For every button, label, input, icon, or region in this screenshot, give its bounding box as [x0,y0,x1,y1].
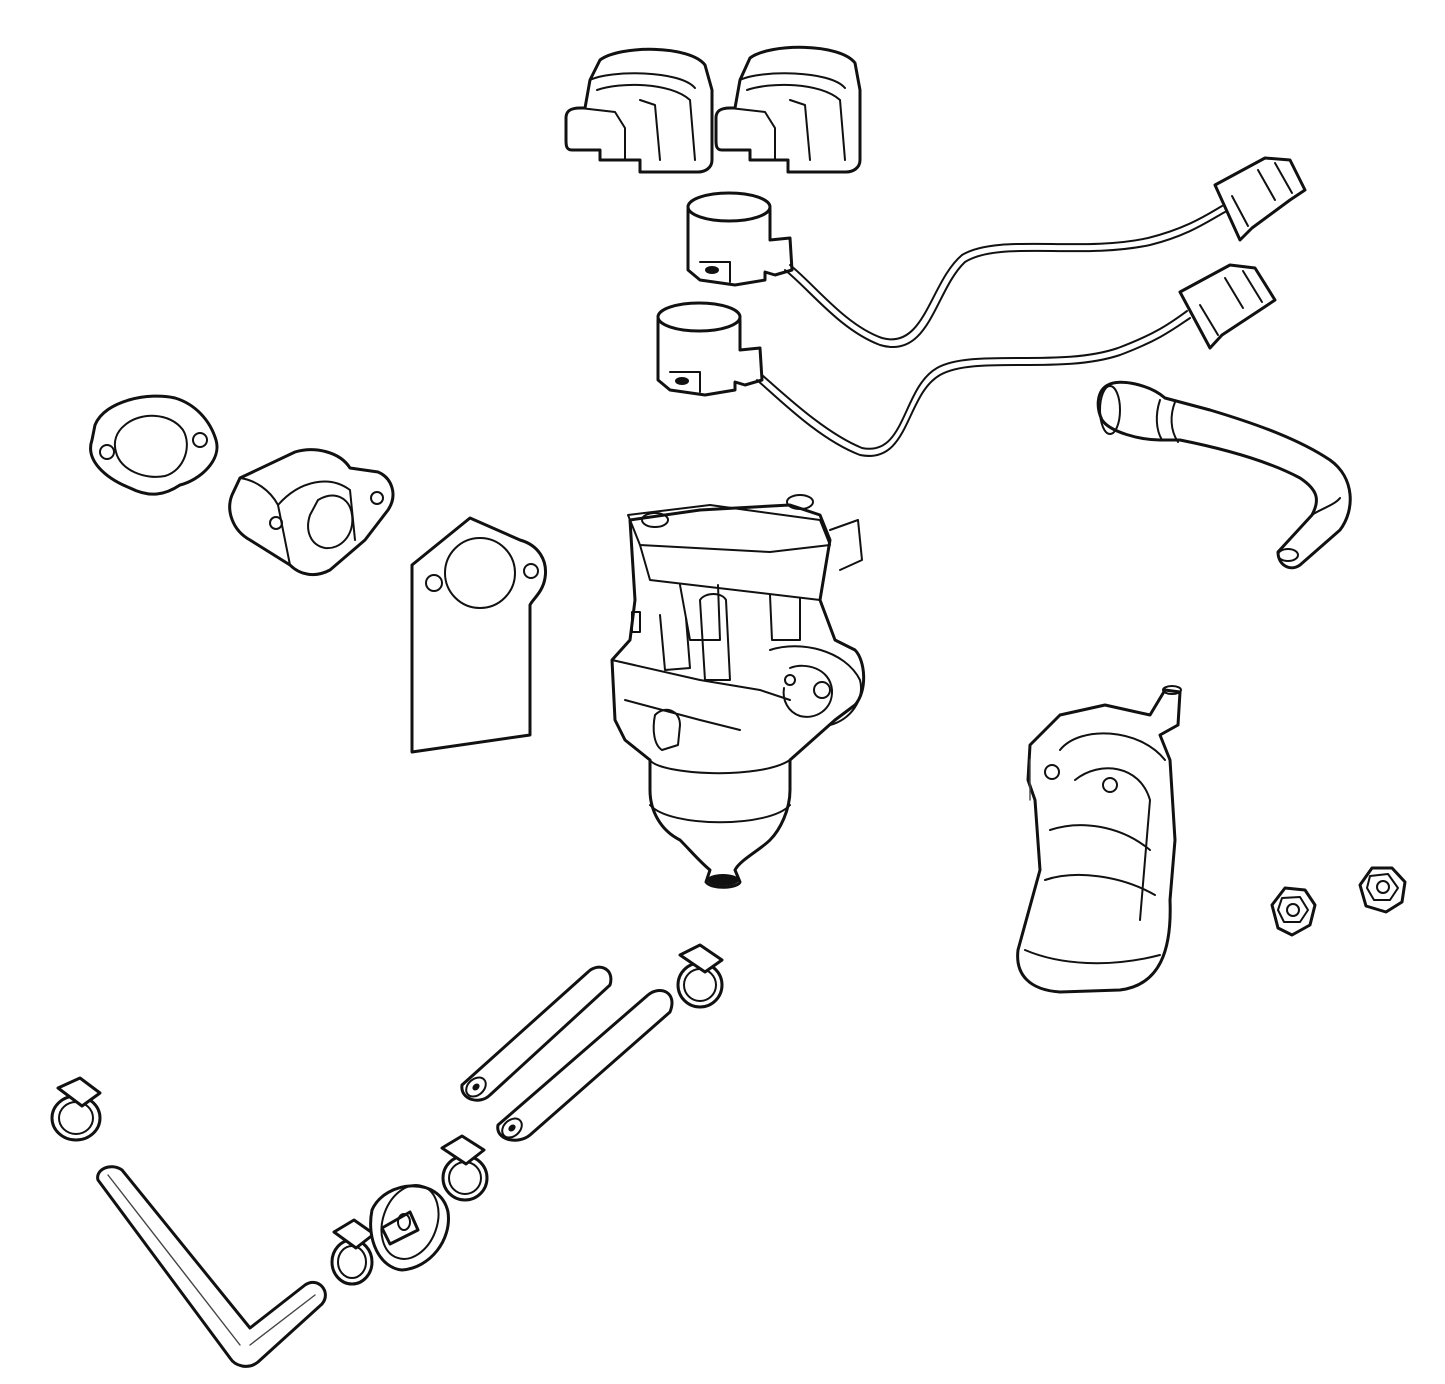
hose-clamp-left-top [50,1076,102,1142]
solenoid-cap-left [564,47,714,174]
intake-gasket [89,394,219,496]
carburetor [610,494,866,889]
straight-fuel-hose-lower [496,989,674,1142]
bent-fuel-hose [1096,380,1352,570]
hose-clamp-upper-right [676,943,724,1009]
connector-lower [1178,263,1277,350]
solenoid-lower [656,301,764,397]
solenoid-upper [686,191,794,287]
lead-wire-lower [756,317,1191,457]
connector-upper [1213,156,1307,242]
straight-fuel-hose-upper [460,965,613,1102]
hose-clamp-lower [330,1218,376,1286]
in-line-fuel-filter [369,1184,450,1272]
insulator-spacer [228,448,395,577]
lead-wire-upper [784,211,1226,349]
lead-wire-upper-b [789,205,1223,341]
l-shaped-hose [96,1165,327,1368]
flange-nut-left [1270,886,1317,937]
hose-clamp-middle [440,1134,489,1202]
heat-shield-plate [410,516,548,754]
intake-elbow [1016,685,1182,994]
lead-wire-lower-b [761,310,1188,450]
solenoid-cap-right [714,45,862,174]
flange-nut-right [1358,866,1407,914]
